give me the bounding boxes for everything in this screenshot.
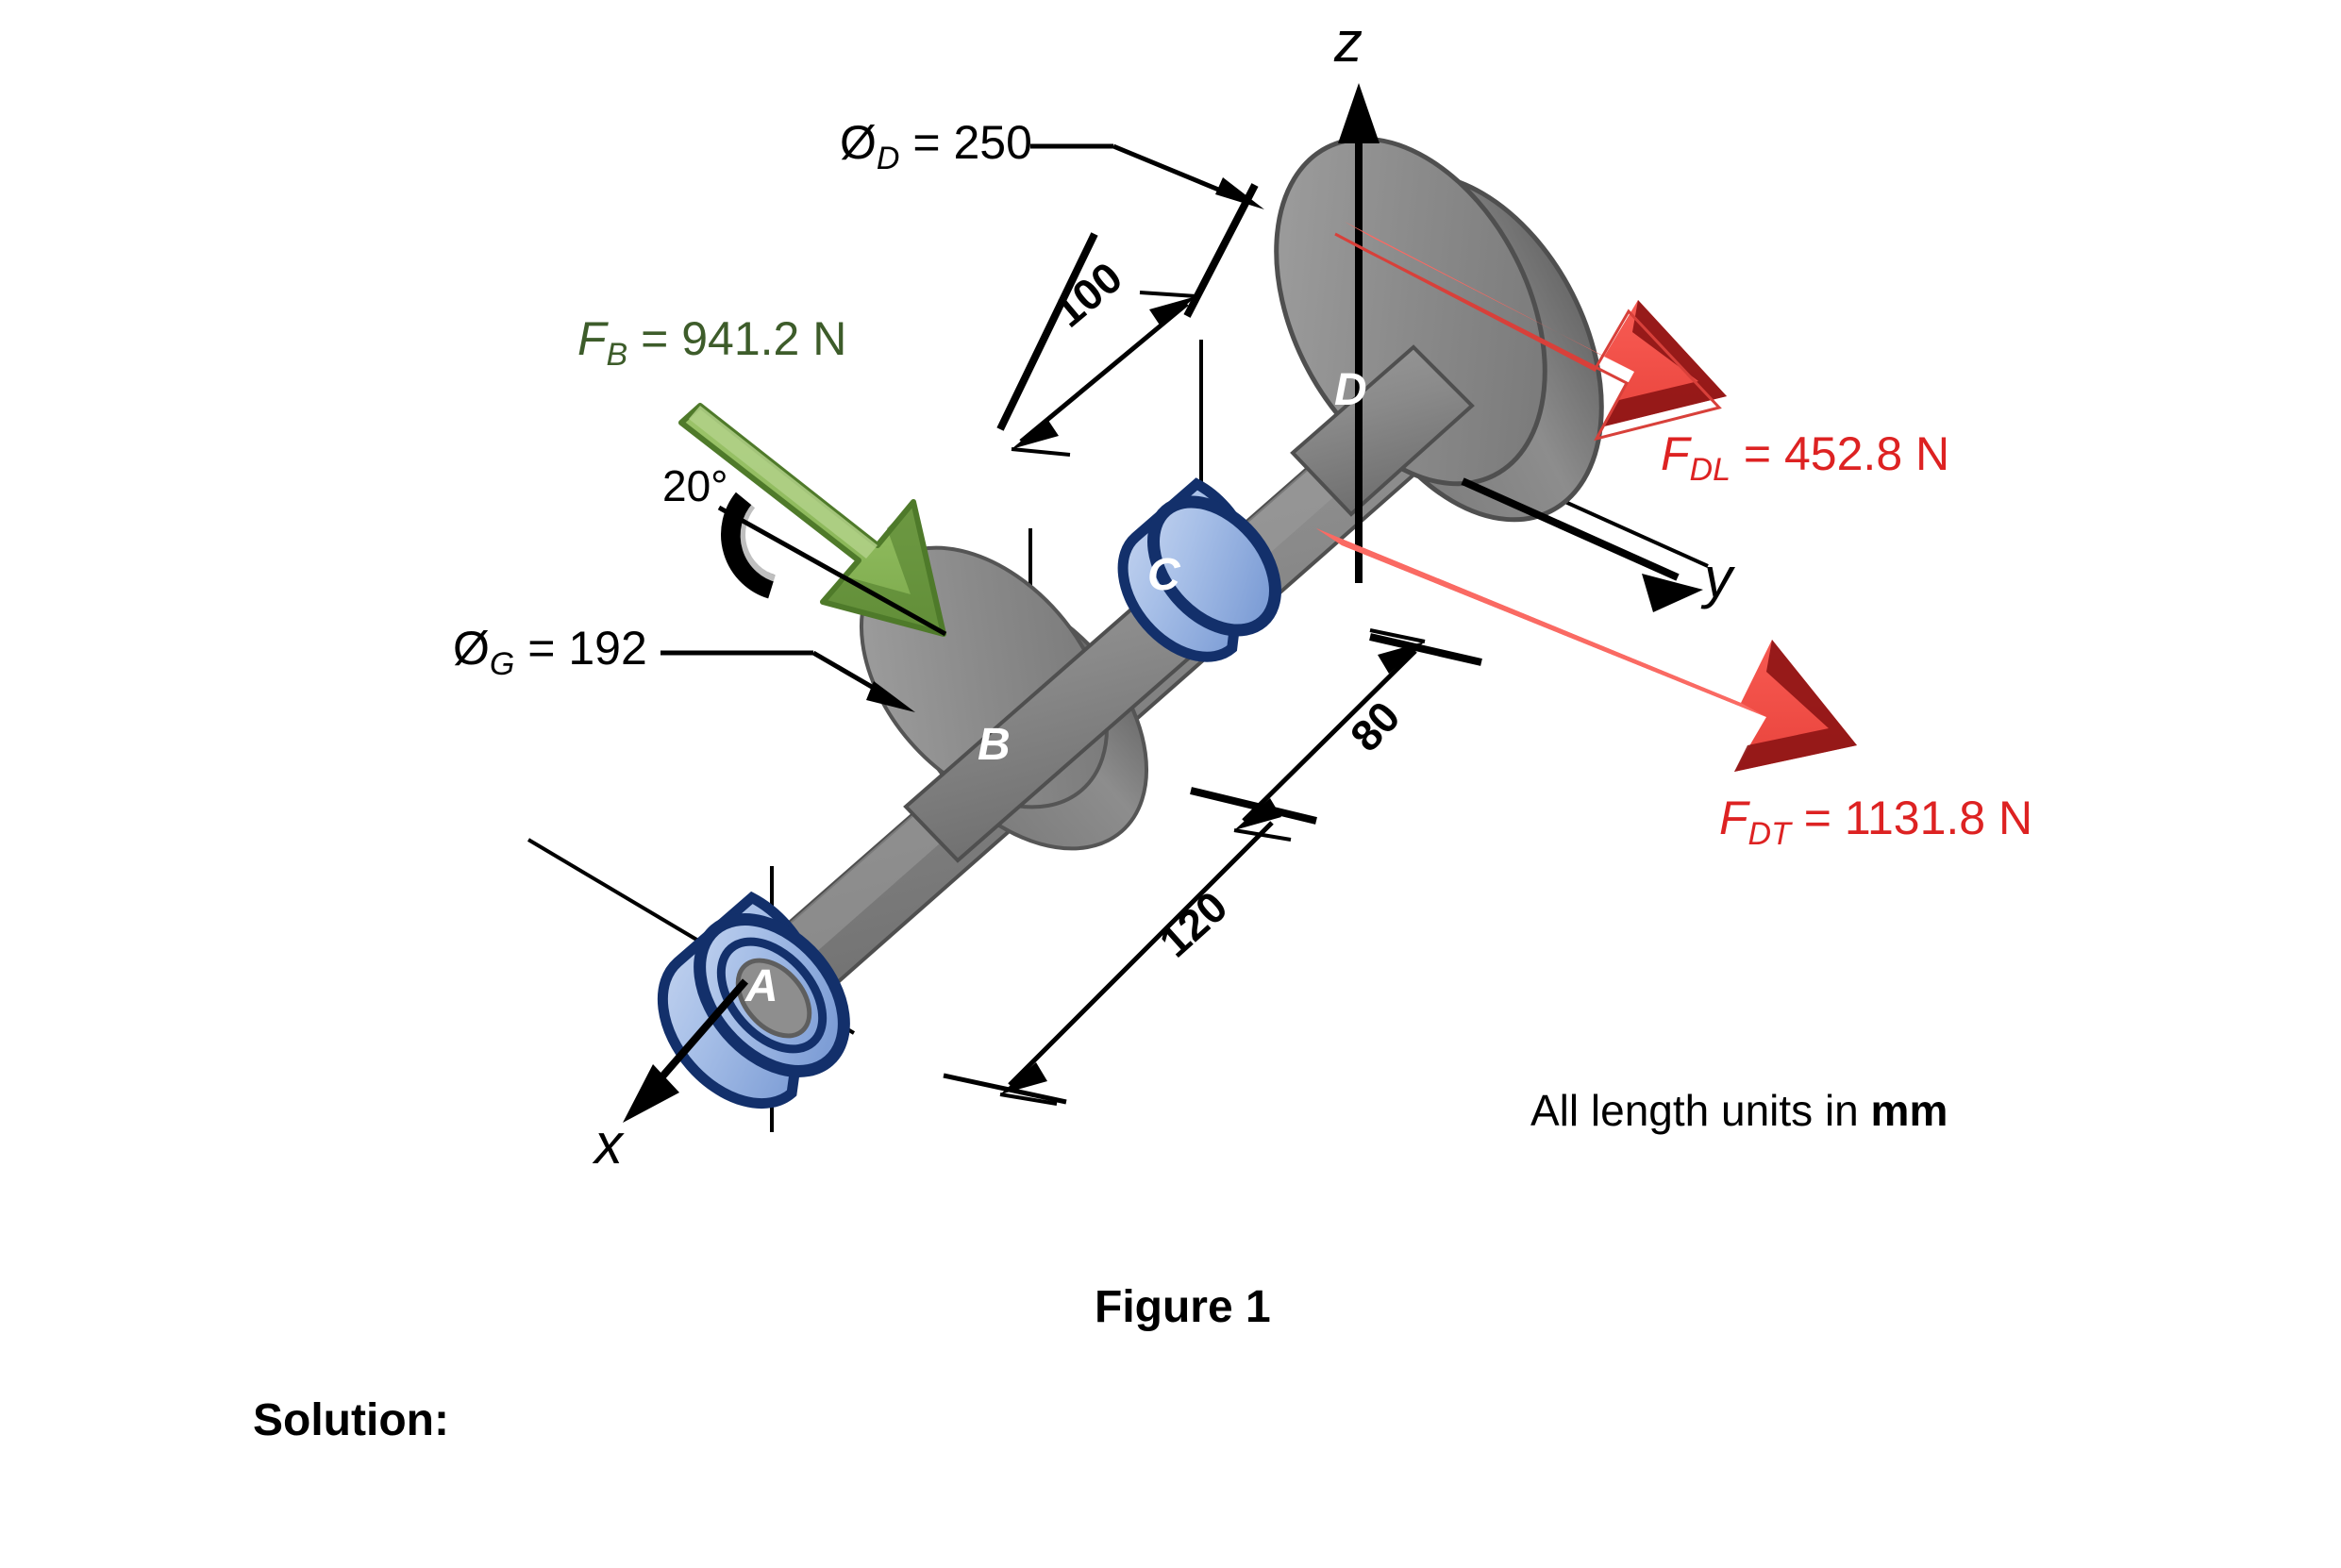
diameter-d-value: = 250 <box>899 116 1032 169</box>
leader-phi-g <box>660 650 915 712</box>
leader-phi-d <box>1030 143 1264 209</box>
force-fb-symbol: F <box>577 312 607 365</box>
bearing-c <box>1117 477 1281 662</box>
pulley-d-label: D <box>1334 365 1367 415</box>
diameter-d-subscript: D <box>876 141 900 176</box>
force-fdl-subscript: DL <box>1689 452 1731 488</box>
units-note: All length units in mm <box>1530 1085 1948 1136</box>
units-note-unit: mm <box>1870 1086 1948 1135</box>
force-fdt-value: = 1131.8 N <box>1790 792 2033 844</box>
force-arrow-fdt <box>1316 528 1857 772</box>
force-fb-value: = 941.2 N <box>627 312 847 365</box>
diameter-g-value: = 192 <box>514 622 647 675</box>
pressure-angle-label: 20° <box>662 461 728 510</box>
force-arrow-fb <box>678 403 946 637</box>
bearing-a <box>657 891 850 1109</box>
force-fdl-value: = 452.8 N <box>1731 427 1950 480</box>
dimension-80 <box>1190 628 1482 842</box>
bearing-a-label: A <box>745 961 778 1011</box>
diameter-g-label: ØG = 192 <box>453 621 647 683</box>
force-fdt-label: FDT = 1131.8 N <box>1719 791 2032 853</box>
dimension-120 <box>943 821 1274 1106</box>
force-fdl-label: FDL = 452.8 N <box>1661 426 1949 489</box>
units-note-prefix: All length units in <box>1530 1086 1871 1135</box>
axis-x-label: x <box>594 1112 623 1176</box>
diameter-g-symbol: Ø <box>453 622 490 675</box>
force-fdt-subscript: DT <box>1747 816 1791 852</box>
pulley-d <box>1274 136 1604 523</box>
force-fdt-symbol: F <box>1719 792 1748 844</box>
gear-b-label: B <box>978 720 1011 770</box>
diameter-d-label: ØD = 250 <box>840 115 1032 177</box>
force-fdl-symbol: F <box>1661 427 1690 480</box>
axis-y-label: y <box>1704 546 1732 609</box>
diameter-d-symbol: Ø <box>840 116 877 169</box>
axis-x-arrow <box>623 978 749 1123</box>
bearing-c-label: C <box>1147 550 1180 600</box>
solution-heading: Solution: <box>253 1395 449 1445</box>
axis-y-arrow <box>1461 477 1703 612</box>
force-arrow-fdl <box>1334 222 1727 442</box>
pressure-angle-arc <box>717 492 947 637</box>
force-fb-label: FB = 941.2 N <box>577 311 846 374</box>
dimension-100 <box>996 183 1259 457</box>
axis-z-label: z <box>1334 10 1363 74</box>
figure-caption: Figure 1 <box>1095 1282 1271 1332</box>
diameter-g-subscript: G <box>489 646 515 682</box>
axis-z-arrow <box>1338 83 1380 583</box>
force-fb-subscript: B <box>606 337 628 373</box>
